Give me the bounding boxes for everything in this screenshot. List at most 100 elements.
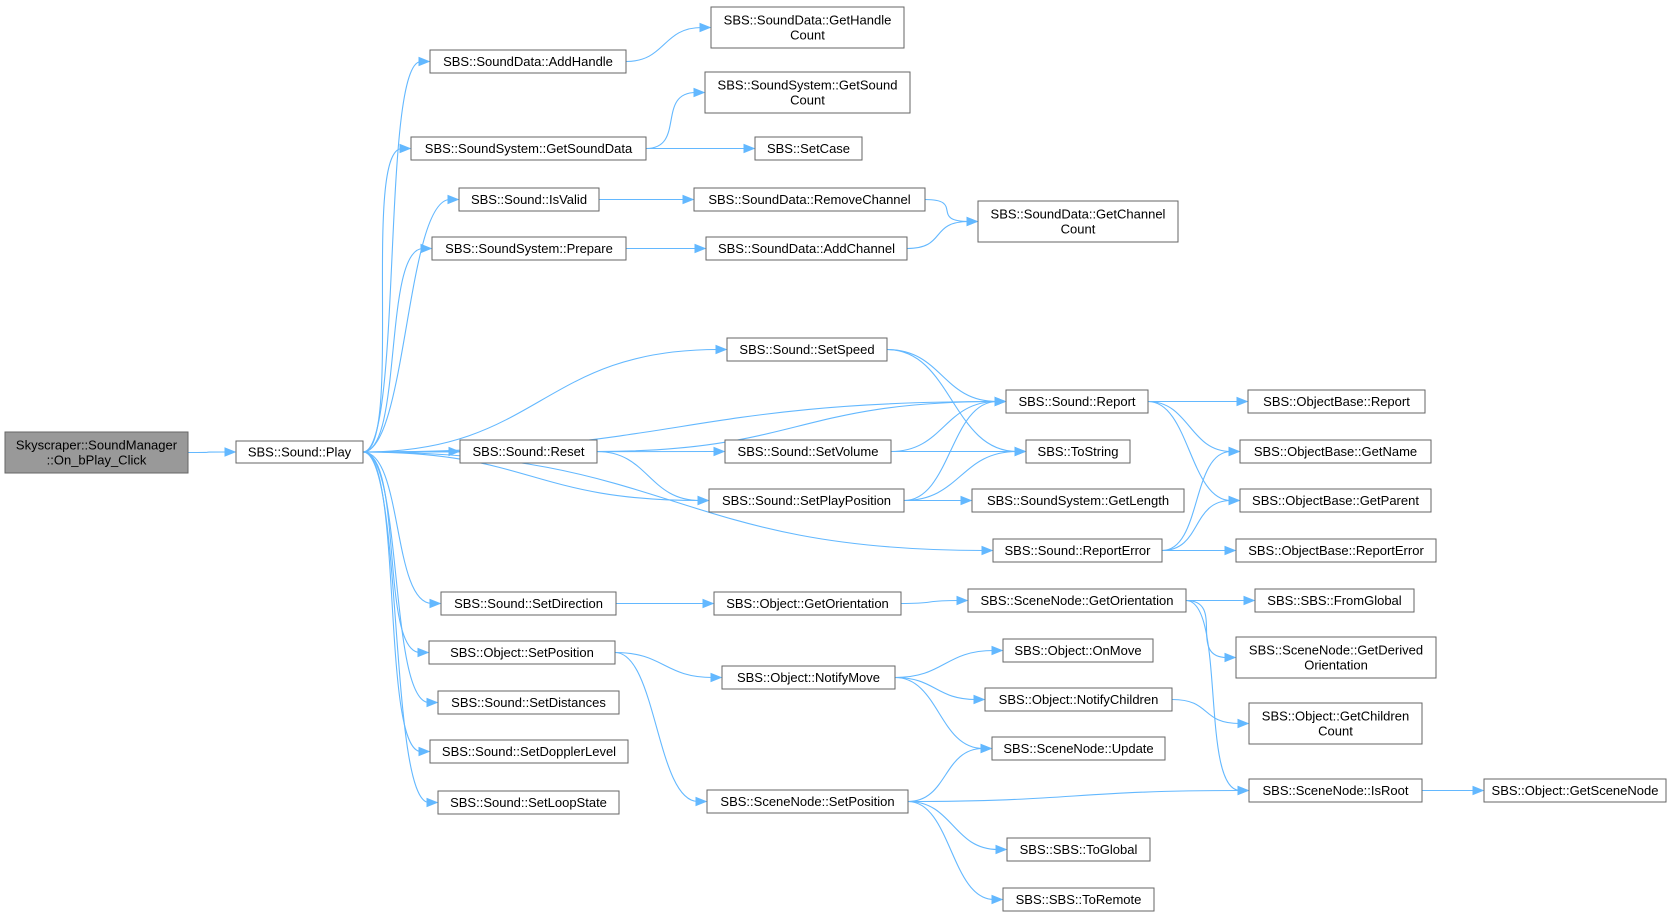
node-setdirection[interactable]: SBS::Sound::SetDirection bbox=[440, 591, 617, 616]
node-objreporterror[interactable]: SBS::ObjectBase::ReportError bbox=[1235, 538, 1437, 563]
arrowhead bbox=[418, 56, 431, 67]
edge-line bbox=[894, 649, 995, 679]
edge-line bbox=[362, 451, 430, 704]
node-fromglobal[interactable]: SBS::SBS::FromGlobal bbox=[1254, 588, 1415, 613]
node-box bbox=[1235, 538, 1437, 563]
edge-line bbox=[886, 348, 998, 403]
edge-setdirection-to-objgetorient bbox=[616, 598, 715, 609]
arrowhead bbox=[980, 743, 993, 754]
node-prepare[interactable]: SBS::SoundSystem::Prepare bbox=[431, 236, 627, 261]
edge-snsetpos-to-toglobal bbox=[907, 800, 1008, 855]
node-getname[interactable]: SBS::ObjectBase::GetName bbox=[1239, 439, 1432, 464]
node-getparent[interactable]: SBS::ObjectBase::GetParent bbox=[1239, 488, 1432, 513]
node-isvalid[interactable]: SBS::Sound::IsValid bbox=[458, 187, 600, 212]
node-setplaypos[interactable]: SBS::Sound::SetPlayPosition bbox=[708, 488, 905, 513]
edge-line bbox=[903, 450, 1018, 502]
edge-line bbox=[900, 599, 960, 605]
node-report[interactable]: SBS::Sound::Report bbox=[1005, 389, 1149, 414]
node-play[interactable]: SBS::Sound::Play bbox=[235, 440, 364, 464]
node-reporterror[interactable]: SBS::Sound::ReportError bbox=[992, 538, 1163, 563]
edge-snsetpos-to-update bbox=[907, 743, 993, 803]
arrowhead bbox=[1228, 446, 1241, 457]
node-box bbox=[971, 488, 1185, 513]
node-addhandle[interactable]: SBS::SoundData::AddHandle bbox=[429, 49, 627, 74]
arrowhead bbox=[420, 243, 433, 254]
node-objreport[interactable]: SBS::ObjectBase::Report bbox=[1247, 389, 1426, 414]
node-label: SBS::SoundData::AddChannel bbox=[718, 241, 895, 256]
node-setdistances[interactable]: SBS::Sound::SetDistances bbox=[437, 690, 620, 715]
node-box bbox=[754, 136, 863, 161]
node-label: SBS::Object::GetChildren bbox=[1262, 709, 1409, 724]
node-box bbox=[235, 440, 364, 464]
node-getlength[interactable]: SBS::SoundSystem::GetLength bbox=[971, 488, 1185, 513]
edge-line bbox=[1185, 599, 1241, 792]
node-setvolume[interactable]: SBS::Sound::SetVolume bbox=[724, 439, 892, 464]
node-box bbox=[1247, 389, 1426, 414]
arrowhead bbox=[715, 344, 728, 355]
node-snsetpos[interactable]: SBS::SceneNode::SetPosition bbox=[706, 789, 909, 814]
edge-line bbox=[362, 400, 998, 453]
node-removechannel[interactable]: SBS::SoundData::RemoveChannel bbox=[693, 187, 926, 212]
arrowhead bbox=[1237, 785, 1250, 796]
edge-play-to-setloop bbox=[362, 451, 439, 808]
node-toglobal[interactable]: SBS::SBS::ToGlobal bbox=[1006, 837, 1151, 862]
node-label: SBS::SceneNode::Update bbox=[1003, 741, 1153, 756]
node-box bbox=[459, 439, 598, 464]
edge-line bbox=[1147, 400, 1232, 453]
node-setcase[interactable]: SBS::SetCase bbox=[754, 136, 863, 161]
node-setspeed[interactable]: SBS::Sound::SetSpeed bbox=[726, 337, 888, 362]
node-box bbox=[713, 591, 902, 616]
node-box bbox=[705, 236, 908, 261]
node-objsetpos[interactable]: SBS::Object::SetPosition bbox=[428, 640, 616, 665]
node-label: SBS::SceneNode::GetOrientation bbox=[981, 593, 1174, 608]
node-label: SBS::Object::GetSceneNode bbox=[1492, 783, 1659, 798]
edge-addhandle-to-gethandlecount bbox=[625, 22, 712, 63]
node-label: SBS::Object::SetPosition bbox=[450, 645, 594, 660]
node-reset[interactable]: SBS::Sound::Reset bbox=[459, 439, 598, 464]
node-label: SBS::Sound::SetDopplerLevel bbox=[442, 744, 616, 759]
node-label: SBS::ObjectBase::GetName bbox=[1254, 444, 1417, 459]
edge-line bbox=[362, 348, 719, 453]
node-notifychildren[interactable]: SBS::Object::NotifyChildren bbox=[984, 687, 1173, 712]
node-root[interactable]: Skyscraper::SoundManager::On_bPlay_Click bbox=[4, 431, 189, 474]
node-tostring[interactable]: SBS::ToString bbox=[1025, 439, 1131, 464]
node-update[interactable]: SBS::SceneNode::Update bbox=[991, 736, 1166, 761]
edge-line bbox=[625, 26, 703, 63]
arrowhead bbox=[448, 446, 461, 457]
edge-snsetpos-to-isroot bbox=[907, 785, 1250, 803]
node-label: Count bbox=[1318, 724, 1353, 739]
node-label: SBS::Object::GetOrientation bbox=[726, 596, 889, 611]
node-objgetorient[interactable]: SBS::Object::GetOrientation bbox=[713, 591, 902, 616]
node-setdoppler[interactable]: SBS::Sound::SetDopplerLevel bbox=[429, 739, 629, 764]
arrowhead bbox=[426, 797, 439, 808]
edge-play-to-getsounddata bbox=[362, 143, 412, 453]
node-notifymove[interactable]: SBS::Object::NotifyMove bbox=[721, 665, 896, 690]
node-getsounddata[interactable]: SBS::SoundSystem::GetSoundData bbox=[410, 136, 647, 161]
node-toremote[interactable]: SBS::SBS::ToRemote bbox=[1002, 887, 1155, 912]
node-label: SBS::ToString bbox=[1038, 444, 1119, 459]
node-label: SBS::SoundData::GetChannel bbox=[991, 207, 1166, 222]
edge-line bbox=[596, 450, 701, 502]
node-box bbox=[710, 6, 905, 49]
node-isroot[interactable]: SBS::SceneNode::IsRoot bbox=[1248, 778, 1423, 803]
node-sngetorient[interactable]: SBS::SceneNode::GetOrientation bbox=[967, 588, 1187, 613]
arrowhead bbox=[981, 545, 994, 556]
edge-sngetorient-to-isroot bbox=[1185, 599, 1250, 796]
node-label: Orientation bbox=[1304, 658, 1368, 673]
node-setloop[interactable]: SBS::Sound::SetLoopState bbox=[437, 790, 620, 815]
node-box bbox=[1005, 389, 1149, 414]
edge-setplaypos-to-tostring bbox=[903, 446, 1027, 502]
node-onmove[interactable]: SBS::Object::OnMove bbox=[1002, 638, 1154, 663]
node-getscenenode[interactable]: SBS::Object::GetSceneNode bbox=[1483, 778, 1667, 803]
edge-play-to-addhandle bbox=[362, 56, 431, 453]
arrowhead bbox=[399, 143, 412, 154]
arrowhead bbox=[1236, 396, 1249, 407]
edge-objsetpos-to-snsetpos bbox=[614, 651, 708, 807]
edge-getsounddata-to-setcase bbox=[646, 143, 756, 154]
node-addchannel[interactable]: SBS::SoundData::AddChannel bbox=[705, 236, 908, 261]
